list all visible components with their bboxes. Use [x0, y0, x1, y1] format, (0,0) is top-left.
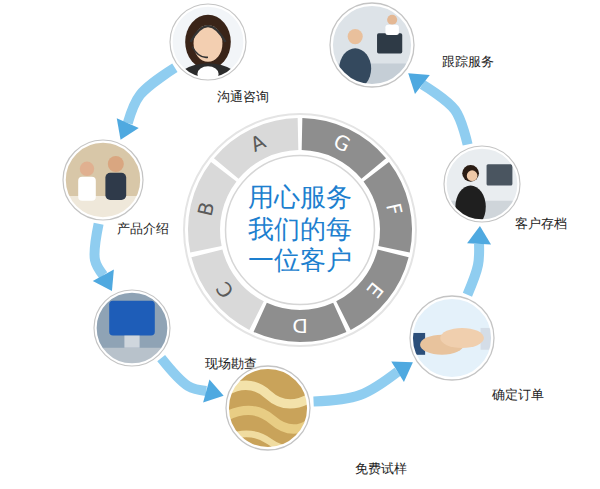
photo-border — [96, 292, 169, 365]
ring-segment — [254, 303, 347, 342]
step-node: 现场勘查 — [94, 290, 170, 366]
photo-illustration — [330, 3, 414, 89]
arrow-shaft — [467, 244, 479, 295]
step-node: 沟通咨询 — [170, 4, 246, 80]
step-node: 跟踪服务 — [330, 3, 414, 87]
arrow-shaft — [422, 84, 467, 144]
segment-letter: A — [248, 132, 269, 156]
step-label: 跟踪服务 — [442, 54, 494, 70]
photo-shape — [108, 156, 124, 172]
step-photo-circle — [444, 146, 520, 222]
photo-border — [332, 5, 413, 86]
photo-shape — [226, 366, 310, 450]
photo-illustration — [410, 296, 494, 380]
photo-rim — [444, 146, 520, 222]
segment-letter: G — [330, 131, 353, 156]
photo-shape — [410, 296, 494, 380]
step-node: 免费试样 — [226, 366, 310, 450]
step-label: 现场勘查 — [205, 356, 257, 372]
step-photo-circle — [330, 3, 414, 87]
segment-letter: B — [195, 200, 218, 218]
step-photo-circle — [170, 4, 246, 80]
photo-shape — [348, 29, 363, 44]
arrow-shaft — [161, 358, 206, 391]
segment-letter: C — [213, 278, 237, 301]
photo-shape — [63, 140, 143, 220]
photo-shape — [385, 25, 398, 35]
photo-border — [446, 148, 519, 221]
segment-letter: F — [383, 201, 405, 217]
step-photo-circle — [94, 290, 170, 366]
photo-rim — [170, 4, 246, 80]
arrow-head — [117, 118, 139, 139]
inner-circle — [226, 156, 375, 305]
photo-shape — [467, 170, 478, 181]
ring-outline — [184, 114, 416, 346]
flow-arrow — [467, 226, 491, 295]
photo-illustration — [94, 290, 170, 366]
flow-arrow — [408, 73, 467, 144]
photo-shape — [94, 348, 170, 366]
photo-shape — [440, 328, 484, 348]
photo-border — [65, 142, 142, 219]
photo-border — [228, 368, 309, 449]
step-photo-circle — [410, 296, 494, 380]
photo-shape — [191, 26, 226, 42]
segment-letter: D — [292, 316, 307, 336]
step-label: 免费试样 — [355, 461, 407, 477]
flow-arrow — [117, 68, 175, 140]
photo-shape — [94, 290, 170, 366]
step-photo-circle — [226, 366, 310, 450]
arrow-shaft — [314, 372, 398, 402]
arrow-head — [93, 270, 114, 292]
slogan-circle: 用心服务 我们的每 一位客户 — [224, 154, 376, 306]
photo-shape — [387, 15, 397, 25]
slogan-text: 用心服务 我们的每 一位客户 — [243, 182, 357, 277]
arrow-head — [203, 379, 224, 402]
step-photo-circle — [63, 140, 143, 220]
photo-rim — [410, 296, 494, 380]
photo-shape — [226, 385, 310, 404]
photo-rim — [63, 140, 143, 220]
arrow-head — [408, 73, 430, 94]
photo-shape — [487, 164, 513, 185]
photo-border — [412, 298, 493, 379]
photo-shape — [330, 3, 414, 87]
step-label: 沟通咨询 — [217, 89, 269, 105]
arrow-shaft — [95, 224, 104, 276]
photo-border — [172, 6, 245, 79]
photo-shape — [124, 336, 139, 348]
step-label: 产品介绍 — [117, 221, 169, 237]
photo-rim — [226, 366, 310, 450]
flow-arrow — [93, 224, 114, 291]
step-label: 确定订单 — [492, 387, 544, 403]
arrow-head — [391, 362, 413, 382]
photo-shape — [80, 162, 94, 176]
step-node: 产品介绍 — [63, 140, 143, 220]
photo-illustration — [444, 146, 520, 228]
photo-rim — [330, 3, 414, 87]
step-node: 确定订单 — [410, 296, 494, 380]
step-node: 客户存档 — [444, 146, 520, 222]
photo-shape — [226, 410, 310, 429]
photo-shape — [105, 173, 126, 200]
arrow-head — [467, 226, 491, 245]
photo-rim — [94, 290, 170, 366]
photo-shape — [185, 15, 231, 70]
photo-shape — [78, 177, 96, 201]
photo-illustration — [226, 366, 310, 450]
photo-shape — [462, 165, 479, 182]
photo-illustration — [63, 140, 143, 220]
arrow-shaft — [128, 68, 175, 123]
photo-shape — [109, 301, 155, 336]
flow-arrow — [314, 362, 413, 402]
photo-shape — [377, 33, 402, 53]
segment-letter: E — [363, 279, 387, 301]
photo-shape — [192, 47, 208, 58]
step-label: 客户存档 — [515, 216, 567, 232]
